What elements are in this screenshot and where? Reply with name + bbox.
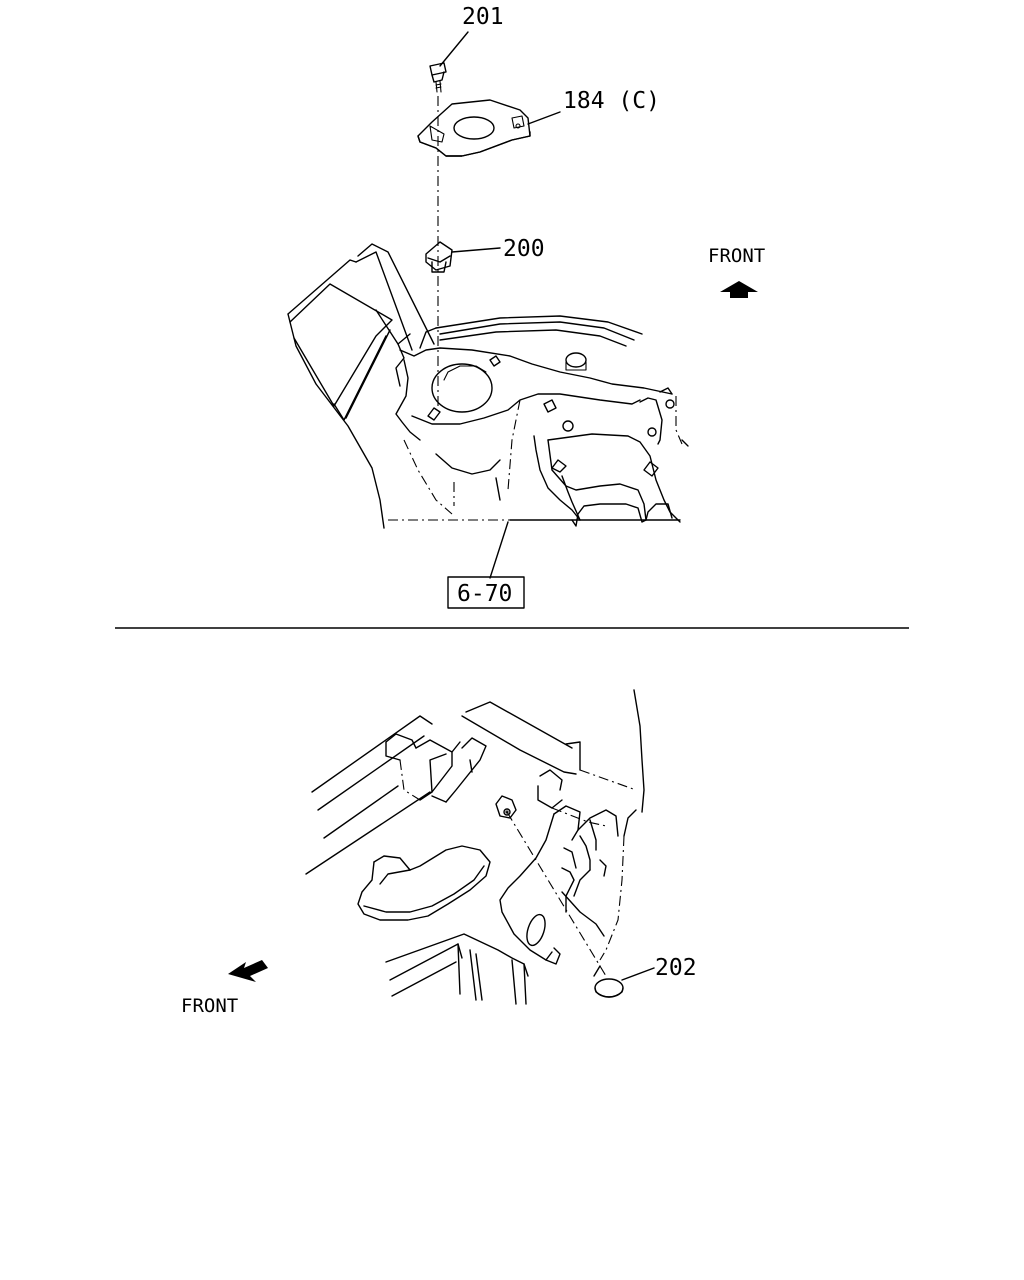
callout-201: 201 bbox=[462, 4, 504, 30]
floor-panel bbox=[287, 243, 689, 579]
bracket-part bbox=[417, 99, 561, 157]
top-view: 201 184 (C) 200 6-70 FRONT bbox=[287, 4, 765, 609]
bolt-part bbox=[429, 31, 469, 93]
plug-part bbox=[506, 811, 655, 998]
front-label-bottom: FRONT bbox=[181, 995, 238, 1017]
front-label-top: FRONT bbox=[708, 245, 765, 267]
callout-200: 200 bbox=[503, 236, 545, 262]
front-arrow-down-left-icon bbox=[228, 960, 268, 982]
clip-part bbox=[425, 241, 501, 273]
callout-202: 202 bbox=[655, 955, 697, 981]
bottom-view: 202 FRONT bbox=[181, 689, 697, 1017]
callout-184c: 184 (C) bbox=[563, 88, 660, 114]
panel-ref-box bbox=[447, 576, 525, 609]
underbody-structure bbox=[305, 689, 645, 1005]
panel-ref-label: 6-70 bbox=[457, 581, 512, 607]
front-arrow-up-icon bbox=[720, 281, 758, 298]
